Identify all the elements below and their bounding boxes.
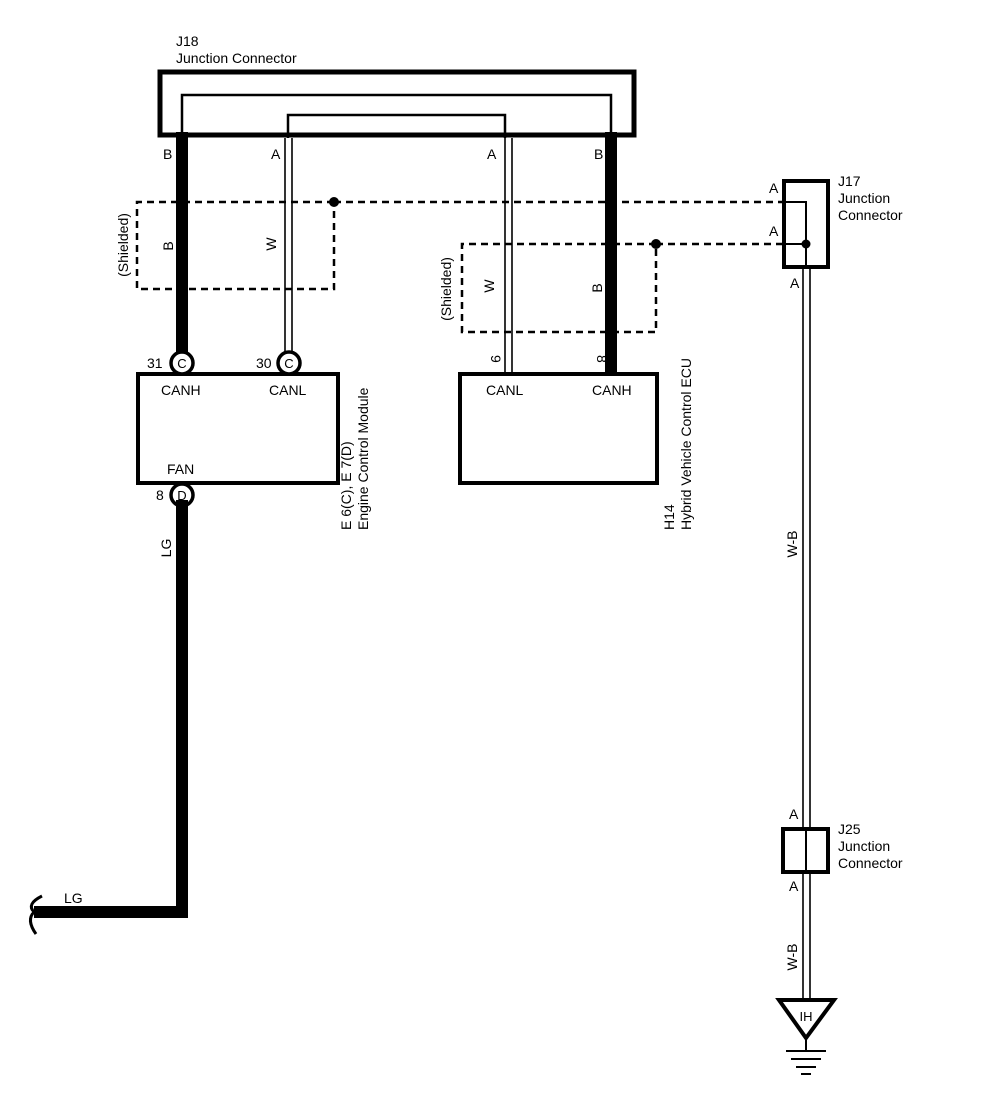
lg-vertical-label: LG xyxy=(158,539,174,558)
j17-pin-a2: A xyxy=(769,223,779,239)
shield-left-label: (Shielded) xyxy=(115,213,131,277)
j25-junction-connector: A A J25 Junction Connector xyxy=(781,806,903,894)
ecm-fan-pin-number: 8 xyxy=(156,487,164,503)
j18-outer-box xyxy=(157,69,637,138)
engine-control-module: CANH CANL FAN C 31 C 30 D 8 E 6(C), E 7(… xyxy=(136,350,371,530)
wire-right-b-label: B xyxy=(589,283,605,292)
j25-name-line2: Connector xyxy=(838,855,903,871)
hv-canh-pin-number: 8 xyxy=(594,355,610,363)
wire-left-w-label: W xyxy=(263,237,279,251)
j17-pin-a3: A xyxy=(790,275,800,291)
ecm-canl-pin-number: 30 xyxy=(256,355,272,371)
j17-name-line2: Connector xyxy=(838,207,903,223)
right-can-wires: W B xyxy=(481,132,617,380)
wire-left-b-label: B xyxy=(160,241,176,250)
ecm-canh-connector-letter: C xyxy=(177,356,186,371)
hv-ecu-box xyxy=(458,372,659,485)
hv-canl-label: CANL xyxy=(486,382,524,398)
ecm-canh-pin-circle xyxy=(169,350,195,376)
lg-horizontal-label: LG xyxy=(64,890,83,906)
shield-right-label: (Shielded) xyxy=(438,257,454,321)
j18-pin-a-left: A xyxy=(271,146,281,162)
j17-junction-dot xyxy=(801,239,811,249)
wire-wb-lower-label: W-B xyxy=(784,944,800,971)
ground-point: IH xyxy=(775,998,838,1075)
shield-right: (Shielded) xyxy=(438,239,783,334)
j17-junction-connector: A A A J17 Junction Connector xyxy=(769,173,903,291)
ecm-canl-connector-letter: C xyxy=(284,356,293,371)
shield-right-outline xyxy=(460,242,658,334)
j18-id: J18 xyxy=(176,33,199,49)
j25-pin-bottom: A xyxy=(789,878,799,894)
ground-icon xyxy=(786,1038,826,1075)
ecm-canh-pin-number: 31 xyxy=(147,355,163,371)
ground-label: IH xyxy=(800,1009,813,1024)
left-can-wires: B W xyxy=(160,132,293,358)
wire-right-w-label: W xyxy=(481,279,497,293)
ecm-fan-label: FAN xyxy=(167,461,194,477)
ecm-reference: E 6(C), E 7(D) xyxy=(338,441,354,530)
shield-left-outline xyxy=(135,200,336,291)
hv-ecu-name: Hybrid Vehicle Control ECU xyxy=(678,358,694,530)
j25-id: J25 xyxy=(838,821,861,837)
wire-wb-upper-label: W-B xyxy=(784,531,800,558)
lg-wire: LG LG xyxy=(29,500,188,935)
ground-triangle xyxy=(775,998,838,1042)
ecm-canl-pin-circle xyxy=(276,350,302,376)
ecm-canl-label: CANL xyxy=(269,382,307,398)
j18-pin-b-left: B xyxy=(163,146,172,162)
j25-name-line1: Junction xyxy=(838,838,890,854)
j18-pin-a-right: A xyxy=(487,146,497,162)
hybrid-vehicle-control-ecu: CANL CANH 9 8 H14 Hybrid Vehicle Control… xyxy=(458,355,694,530)
hv-canh-label: CANH xyxy=(592,382,632,398)
j25-pin-top: A xyxy=(789,806,799,822)
ecm-canl-connector: C 30 xyxy=(256,350,302,376)
j18-a-bus xyxy=(286,113,507,138)
ecm-canh-label: CANH xyxy=(161,382,201,398)
shield-left: (Shielded) xyxy=(115,197,783,291)
j17-id: J17 xyxy=(838,173,861,189)
j18-name: Junction Connector xyxy=(176,50,297,66)
lg-wire-path xyxy=(34,500,188,918)
j17-pin-a1: A xyxy=(769,180,779,196)
hv-canl-pin-number: 9 xyxy=(488,355,504,363)
ecm-name: Engine Control Module xyxy=(355,387,371,530)
j18-junction-connector: J18 Junction Connector B A A B xyxy=(157,33,637,162)
ecm-fan-connector-letter: D xyxy=(177,488,186,503)
j17-name-line1: Junction xyxy=(838,190,890,206)
wire-break-icon xyxy=(29,894,43,935)
ecm-box xyxy=(136,372,340,485)
j18-pin-b-right: B xyxy=(594,146,603,162)
ecm-canh-connector: C 31 xyxy=(147,350,195,376)
j18-b-bus xyxy=(180,93,613,138)
hv-ecu-reference: H14 xyxy=(661,504,677,530)
wb-ground-wire: W-B W-B xyxy=(784,267,811,1000)
